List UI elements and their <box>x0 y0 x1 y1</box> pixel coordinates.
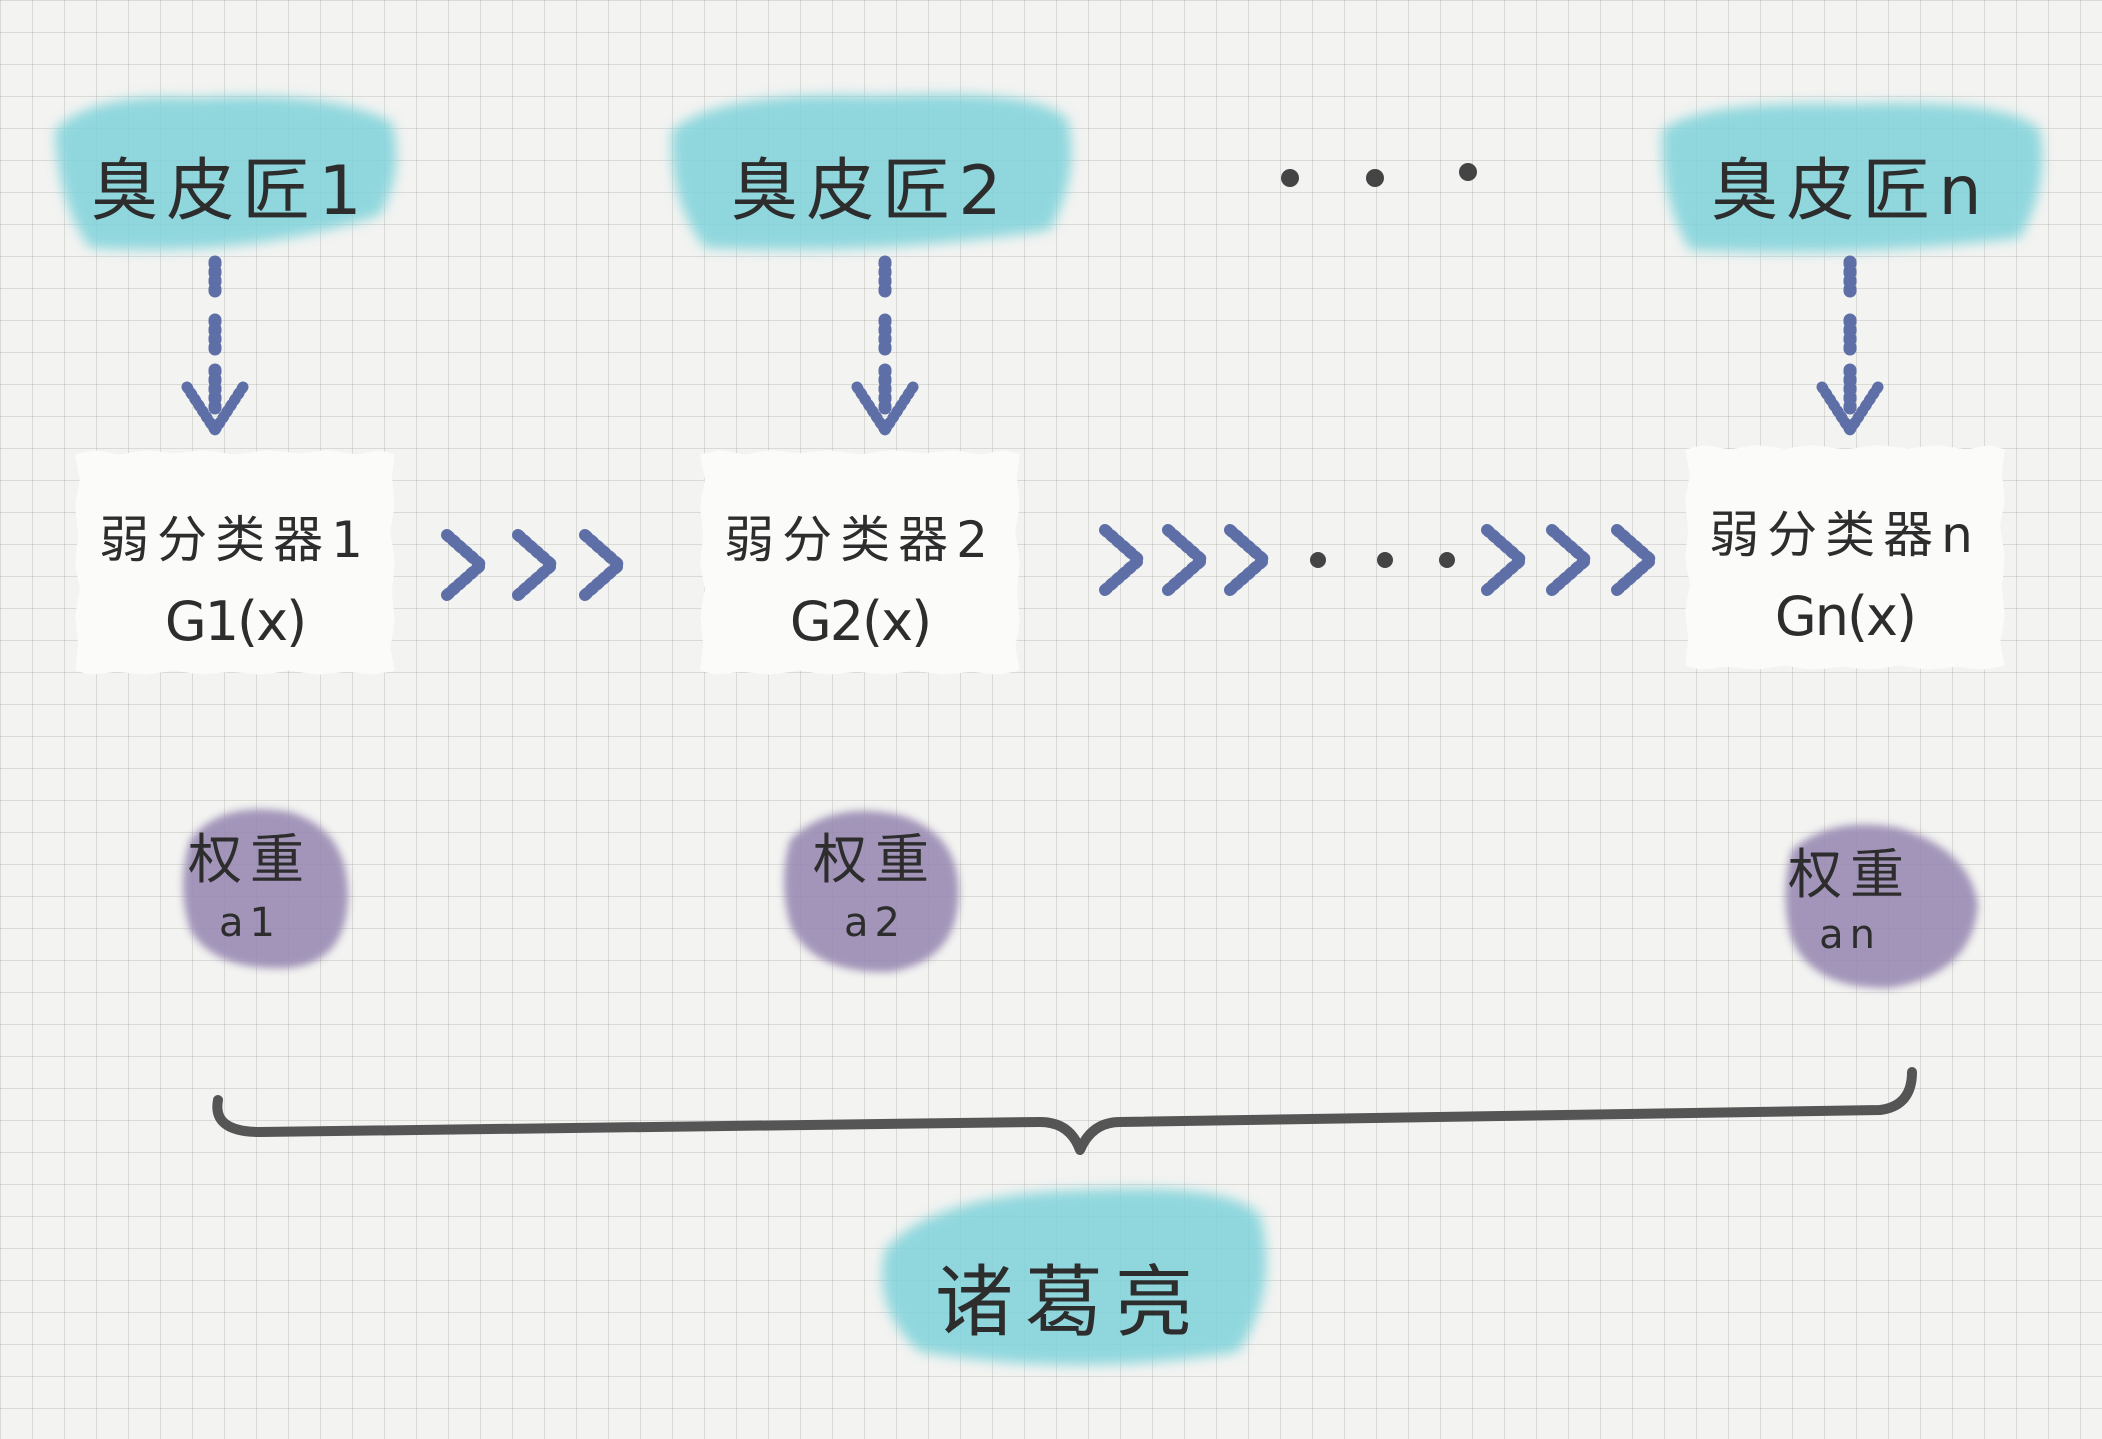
chevron-group-1 <box>447 535 619 595</box>
cobbler-label-1: 臭皮匠1 <box>90 152 370 231</box>
down-arrow-1 <box>187 262 243 430</box>
classifier-box-1: 弱分类器1 G1(x) <box>75 450 395 675</box>
weight-blob-1 <box>183 809 349 969</box>
down-arrow-3 <box>1822 262 1878 430</box>
teal-brush-2 <box>671 94 1072 250</box>
cobbler-label-3: 臭皮匠n <box>1710 152 1990 231</box>
teal-brush-3 <box>1661 103 2043 253</box>
classifier-title-2: 弱分类器2 <box>724 511 996 569</box>
weight-blob-3 <box>1785 824 1978 989</box>
chevron-group-3 <box>1487 530 1651 590</box>
weight-symbol-2: a2 <box>844 900 906 946</box>
weight-symbol-1: a1 <box>219 900 281 946</box>
teal-brush-result <box>882 1188 1267 1365</box>
classifier-title-3: 弱分类器n <box>1709 506 1981 564</box>
classifier-func-3: Gn(x) <box>1774 585 1917 648</box>
teal-brush-1 <box>55 96 397 250</box>
cobbler-label-2: 臭皮匠2 <box>730 152 1010 231</box>
down-arrow-2 <box>857 262 913 430</box>
classifier-func-2: G2(x) <box>789 590 932 653</box>
weight-label-2: 权重 <box>813 828 937 891</box>
weight-symbol-3: an <box>1819 912 1881 958</box>
ellipsis-middle-dots <box>1310 552 1455 568</box>
classifier-box-2: 弱分类器2 G2(x) <box>700 450 1020 675</box>
weight-label-3: 权重 <box>1788 843 1912 906</box>
chevron-group-2 <box>1105 530 1264 590</box>
weight-label-1: 权重 <box>188 828 312 891</box>
classifier-func-1: G1(x) <box>164 590 307 653</box>
weight-blob-2 <box>784 810 959 973</box>
classifier-title-1: 弱分类器1 <box>99 511 371 569</box>
result-label: 诸葛亮 <box>934 1258 1205 1348</box>
classifier-box-3: 弱分类器n Gn(x) <box>1685 445 2005 670</box>
ellipsis-top-dots <box>1281 163 1477 187</box>
summation-brace <box>212 1067 1917 1155</box>
